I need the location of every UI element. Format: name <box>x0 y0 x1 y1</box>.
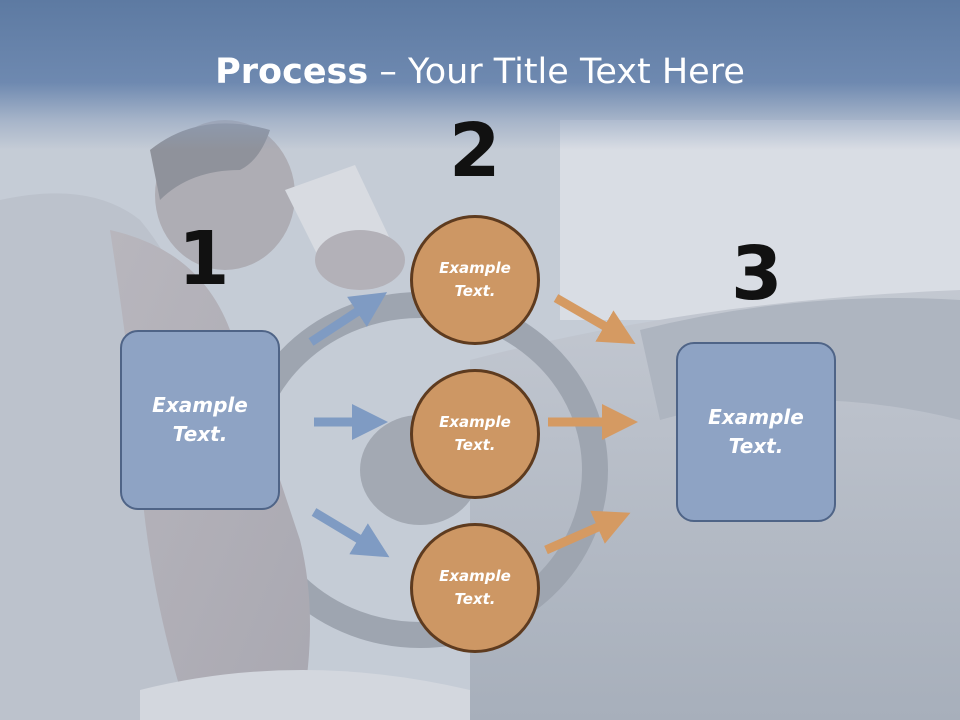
circle-middle: Example Text. <box>410 369 540 499</box>
circle-bottom-text: Example Text. <box>439 567 511 608</box>
orange-arrow-top <box>553 294 636 345</box>
step-1-text: Example Text. <box>152 393 248 446</box>
circle-bottom: Example Text. <box>410 523 540 653</box>
orange-arrow-bottom <box>544 510 631 555</box>
title-band <box>0 0 960 150</box>
blue-arrow-up <box>308 292 388 346</box>
step-3-box: Example Text. <box>676 342 836 522</box>
step-number-1: 1 <box>178 216 230 302</box>
title-bold: Process <box>215 52 369 92</box>
circle-top-text: Example Text. <box>439 259 511 300</box>
circle-middle-text: Example Text. <box>439 413 511 454</box>
step-1-box: Example Text. <box>120 330 280 510</box>
step-number-2: 2 <box>449 108 501 194</box>
circle-top: Example Text. <box>410 215 540 345</box>
step-number-3: 3 <box>731 231 783 317</box>
slide-title: Process – Your Title Text Here <box>0 52 960 92</box>
blue-arrow-down <box>311 508 390 558</box>
title-rest: – Your Title Text Here <box>368 52 745 92</box>
step-3-text: Example Text. <box>708 405 804 458</box>
